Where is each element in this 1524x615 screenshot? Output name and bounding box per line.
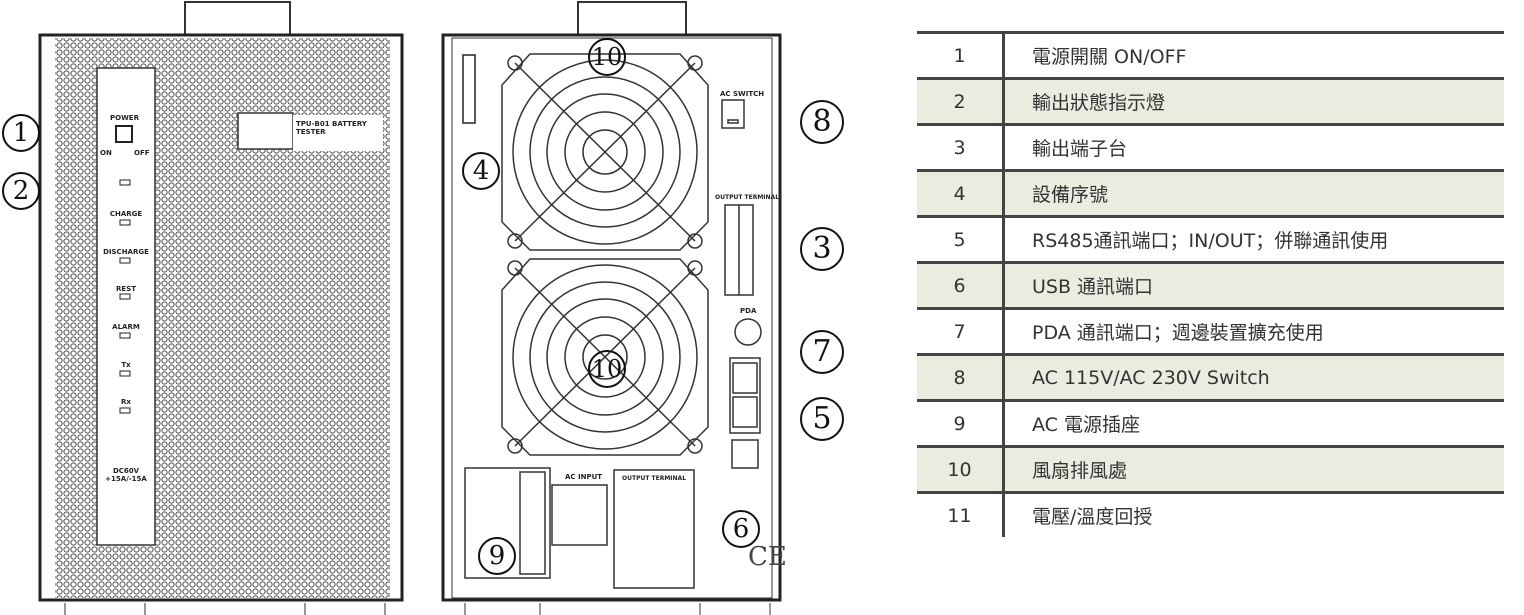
rating-label: DC60V +15A/-15A (105, 467, 147, 483)
row-description: RS485通訊端口；IN/OUT；併聯通訊使用 (1003, 215, 1504, 263)
row-number: 8 (917, 353, 1005, 401)
callout-1: 1 (2, 114, 40, 152)
row-description: AC 電源插座 (1003, 399, 1504, 447)
row-number: 11 (917, 491, 1005, 537)
row-number: 7 (917, 307, 1005, 355)
front-view-drawing (38, 1, 404, 615)
callout-6: 6 (722, 510, 760, 548)
ac-switch-label: AC SWITCH (720, 90, 765, 98)
indicator-tx: Tx (121, 361, 131, 369)
row-number: 4 (917, 169, 1005, 217)
output-terminal-label: OUTPUT TERMINAL (715, 194, 780, 201)
row-description: USB 通訊端口 (1003, 261, 1504, 309)
row-number: 5 (917, 215, 1005, 263)
row-description: 設備序號 (1003, 169, 1504, 217)
callout-10-bottom: 10 (588, 350, 626, 388)
power-label: POWER (110, 114, 139, 122)
row-number: 2 (917, 77, 1005, 125)
callout-2: 2 (2, 172, 40, 210)
row-description: 輸出端子台 (1003, 123, 1504, 171)
row-number: 1 (917, 31, 1005, 79)
indicator-rest: REST (116, 285, 136, 293)
callout-3: 3 (800, 227, 844, 271)
rear-view-drawing: CE (441, 1, 787, 615)
indicator-discharge: DISCHARGE (103, 248, 149, 256)
row-description: 電源開關 ON/OFF (1003, 31, 1504, 79)
row-number: 10 (917, 445, 1005, 493)
indicator-alarm: ALARM (112, 323, 140, 331)
indicator-rx: Rx (121, 398, 131, 406)
model-label: TPU-B01 BATTERY TESTER (296, 120, 367, 136)
switch-on-label: ON (100, 149, 112, 157)
callout-5: 5 (800, 397, 844, 441)
callout-10-top: 10 (588, 38, 626, 76)
callout-8: 8 (800, 100, 844, 144)
callout-9: 9 (478, 537, 516, 575)
callout-7: 7 (800, 330, 844, 374)
switch-off-label: OFF (134, 149, 150, 157)
row-number: 9 (917, 399, 1005, 447)
pda-label: PDA (740, 307, 757, 315)
output-terminal-box-label: OUTPUT TERMINAL (622, 475, 687, 482)
callout-4: 4 (462, 152, 500, 190)
ac-input-label: AC INPUT (565, 473, 603, 481)
row-number: 3 (917, 123, 1005, 171)
indicator-charge: CHARGE (109, 210, 143, 218)
row-description: 電壓/溫度回授 (1003, 491, 1504, 537)
row-description: AC 115V/AC 230V Switch (1003, 353, 1504, 401)
row-description: PDA 通訊端口；週邊裝置擴充使用 (1003, 307, 1504, 355)
row-number: 6 (917, 261, 1005, 309)
svg-text:CE: CE (748, 542, 787, 572)
row-description: 輸出狀態指示燈 (1003, 77, 1504, 125)
row-description: 風扇排風處 (1003, 445, 1504, 493)
